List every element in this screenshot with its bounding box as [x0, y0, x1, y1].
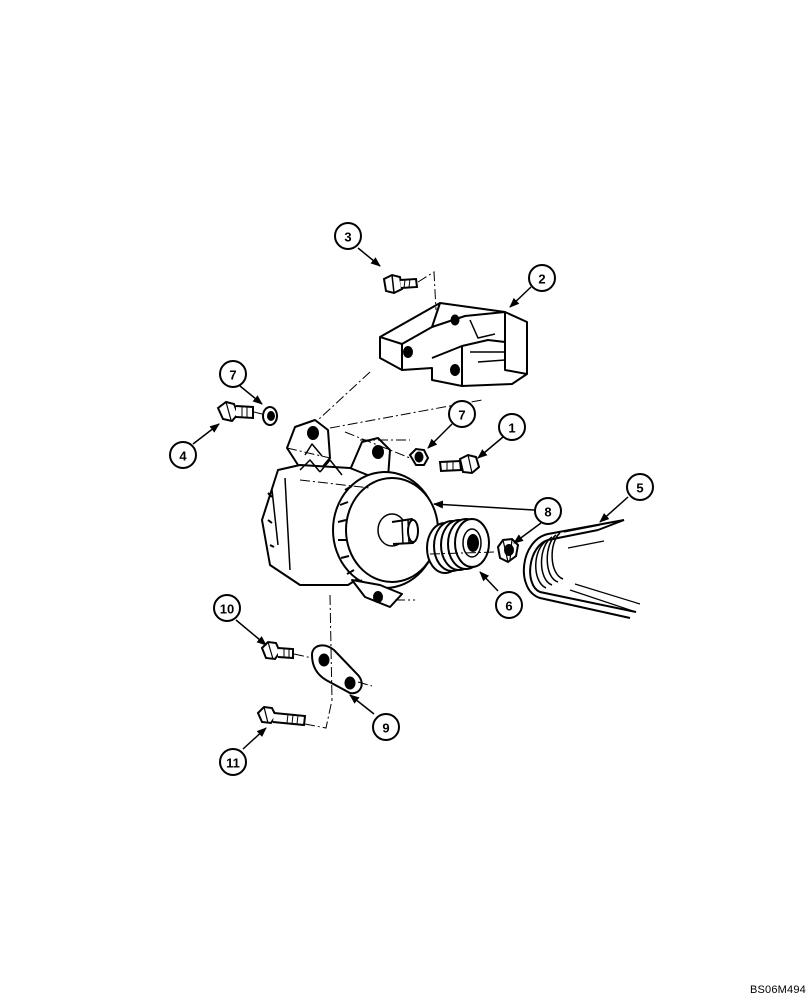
svg-text:11: 11: [226, 756, 240, 771]
mounting-bracket: [379, 302, 528, 387]
drive-belt: [522, 519, 641, 619]
svg-text:5: 5: [636, 481, 643, 496]
svg-text:3: 3: [344, 230, 351, 245]
callout-7-right: 7: [448, 400, 476, 428]
adjusting-strap: [310, 644, 363, 695]
callout-3: 3: [334, 222, 362, 250]
washer-7-right: [408, 447, 430, 466]
callout-1: 1: [498, 413, 526, 441]
drawing-code: BS06M494: [749, 984, 806, 996]
pulley: [426, 518, 490, 574]
bolt-3: [382, 273, 419, 295]
callout-6: 6: [495, 591, 523, 619]
leader-arrows: [192, 247, 629, 750]
bolt-4: [216, 400, 254, 423]
bolt-10: [260, 640, 294, 661]
svg-text:6: 6: [505, 599, 512, 614]
bolt-1: [438, 453, 481, 475]
svg-text:10: 10: [220, 602, 234, 617]
callout-7-left: 7: [219, 360, 247, 388]
svg-text:1: 1: [508, 421, 515, 436]
nut-8: [496, 537, 520, 564]
callout-10: 10: [213, 594, 241, 622]
callout-11: 11: [219, 748, 247, 776]
callout-5: 5: [626, 473, 654, 501]
svg-text:2: 2: [538, 272, 545, 287]
callout-4: 4: [169, 441, 197, 469]
svg-text:9: 9: [382, 721, 389, 736]
svg-text:7: 7: [229, 368, 236, 383]
washer-7-left: [262, 406, 278, 426]
svg-text:4: 4: [179, 449, 187, 464]
bolt-11: [256, 705, 307, 727]
svg-text:8: 8: [544, 505, 551, 520]
callout-2: 2: [528, 264, 556, 292]
alternator: [261, 419, 439, 608]
callout-9: 9: [372, 713, 400, 741]
callout-8: 8: [534, 497, 562, 525]
svg-text:7: 7: [458, 408, 465, 423]
